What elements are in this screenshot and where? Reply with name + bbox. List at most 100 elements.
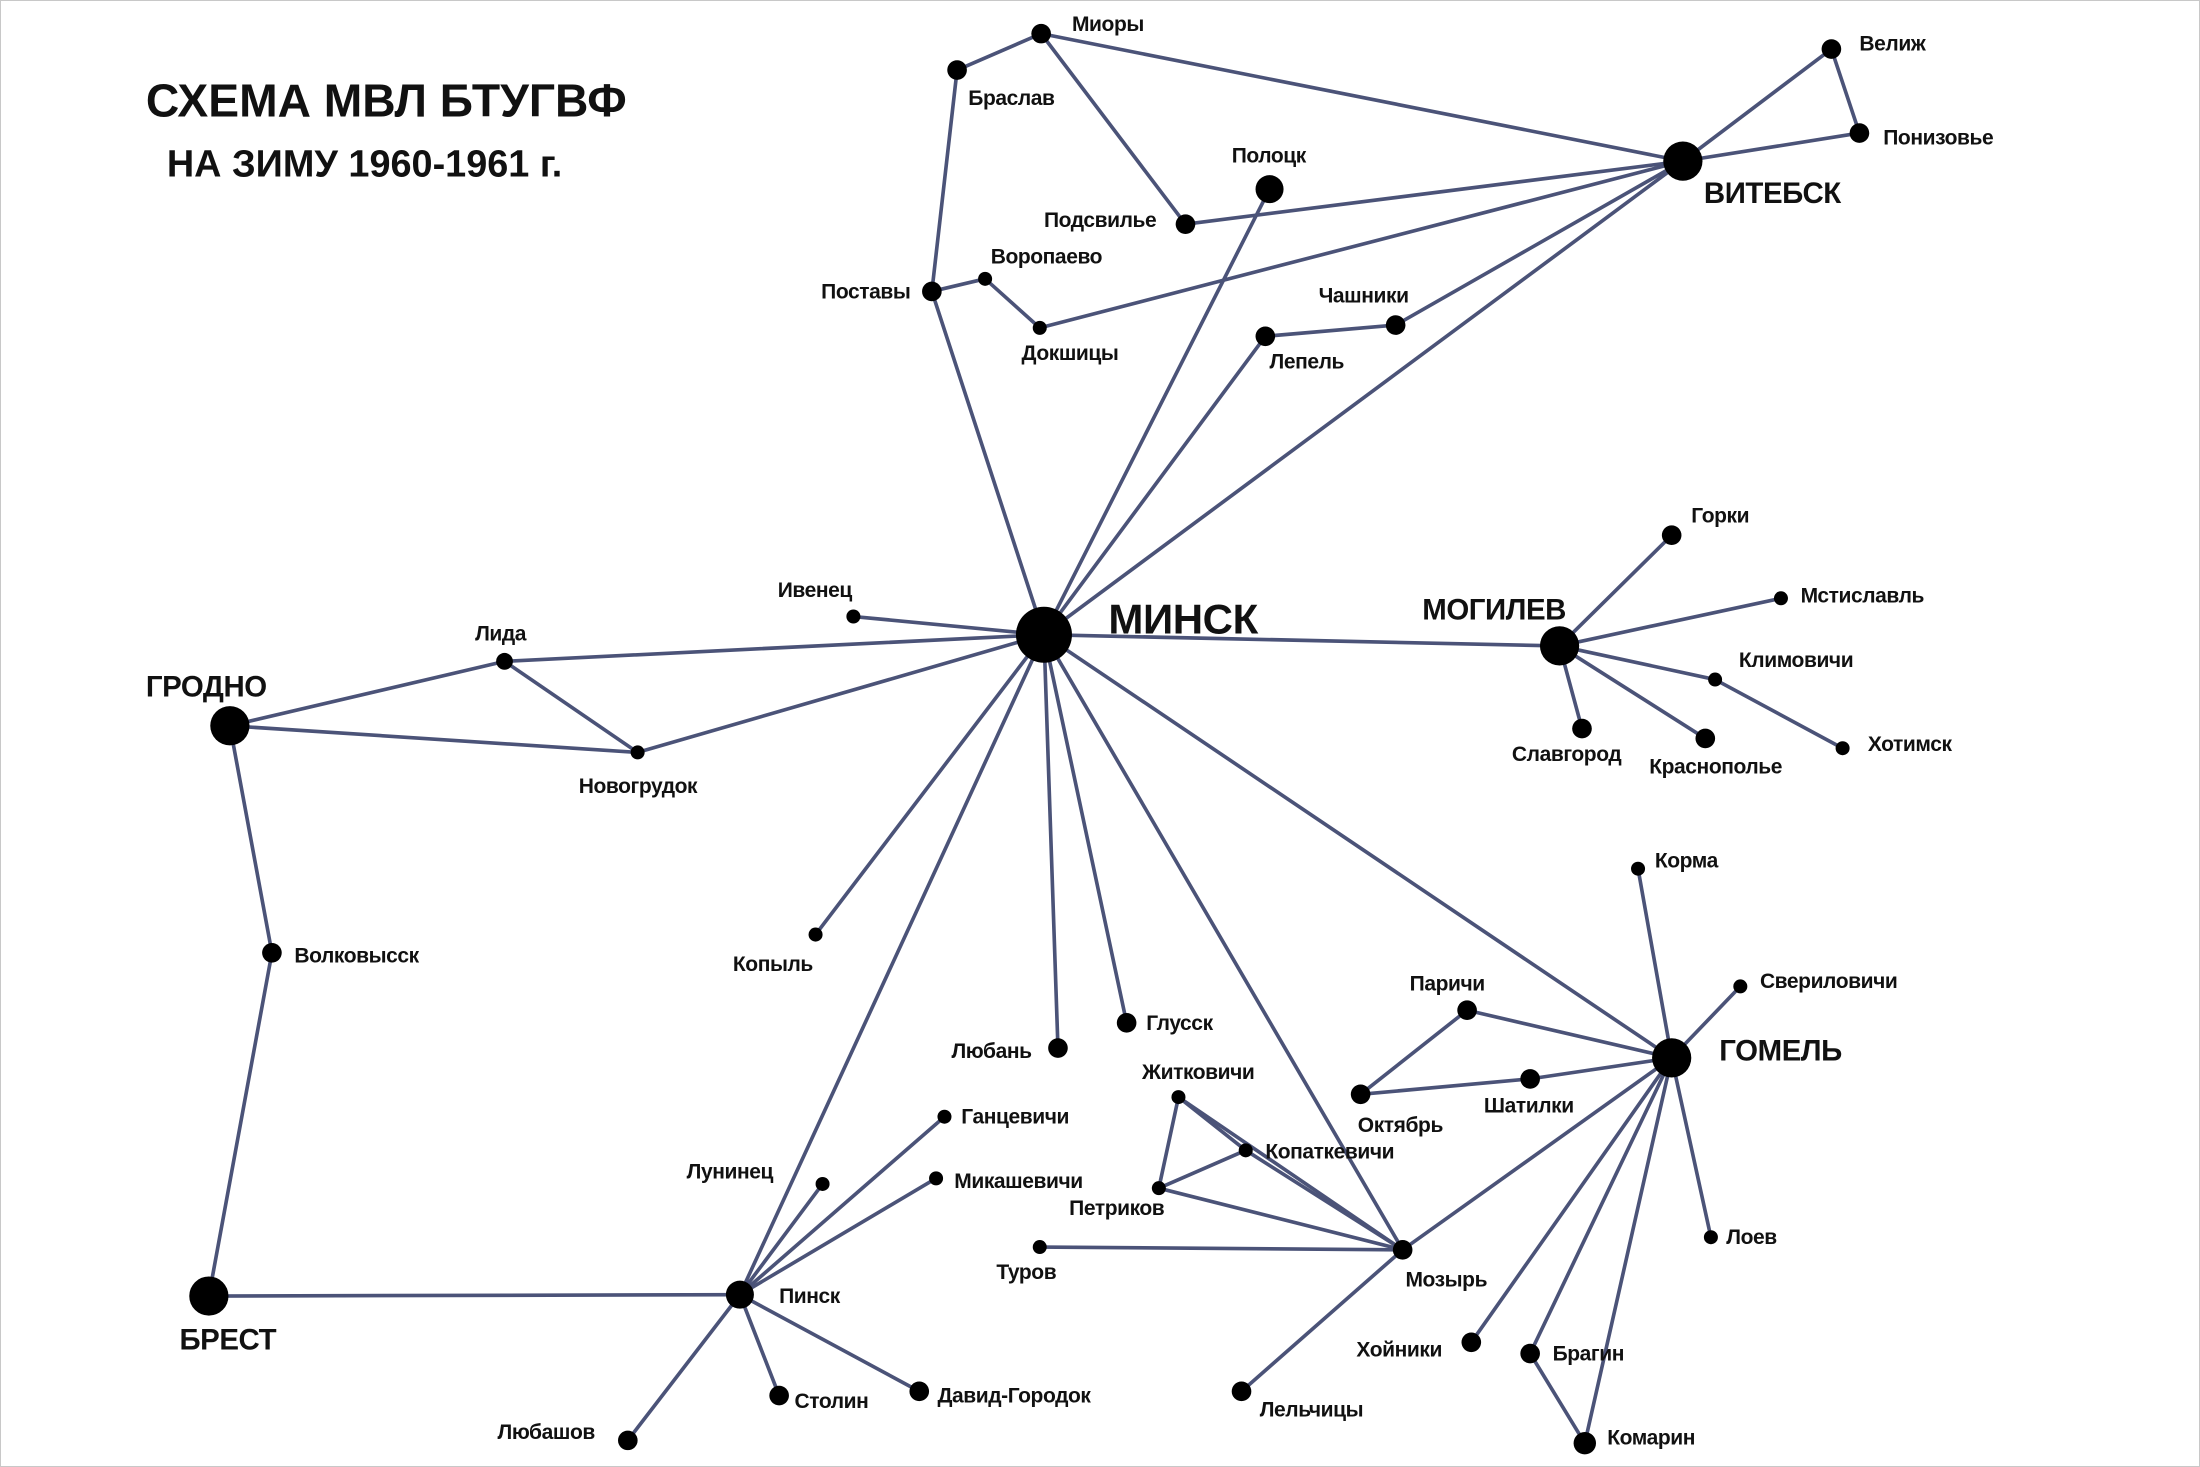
airfield-label-loev: Лоев xyxy=(1726,1226,1777,1249)
airfield-label-khoiniki: Хойники xyxy=(1356,1338,1442,1361)
airfields: МиорыБраславПолоцкПодсвильеПоставыВоропа… xyxy=(146,13,1994,1455)
airfield-label-miory: Миоры xyxy=(1072,13,1144,36)
route-postavy-minsk xyxy=(930,289,1046,637)
route-minsk-mogilev xyxy=(1042,632,1562,648)
airfield-label-luban: Любань xyxy=(951,1040,1032,1063)
route-polotsk-minsk xyxy=(1042,187,1272,637)
airfield-label-oktyabr: Октябрь xyxy=(1358,1114,1444,1137)
airfield-dot-loev xyxy=(1703,1230,1718,1245)
airfield-label-shatilki: Шатилки xyxy=(1484,1095,1574,1118)
airfield-label-kopatkevichi: Копаткевичи xyxy=(1265,1141,1394,1164)
airfield-dot-lelchitsy xyxy=(1231,1381,1252,1402)
route-petrikov-mozyr xyxy=(1157,1186,1405,1252)
airfield-label-stolin: Столин xyxy=(795,1390,869,1413)
route-lines xyxy=(207,31,1862,1446)
route-bragin-komarin xyxy=(1528,1351,1587,1446)
airfield-dot-braslav xyxy=(947,60,967,80)
airfield-label-volkovysk: Волковысск xyxy=(294,945,419,968)
airfield-label-pinsk: Пинск xyxy=(779,1285,841,1308)
airfield-dot-shatilki xyxy=(1520,1069,1540,1089)
airfield-dot-dokshitsy xyxy=(1032,320,1047,335)
airfield-label-krasnopolye: Краснополье xyxy=(1649,755,1782,778)
airfield-dot-korma xyxy=(1631,861,1646,876)
airfield-dot-khotimsk xyxy=(1835,741,1850,756)
airfield-dot-slavgorod xyxy=(1572,718,1592,739)
route-ponizovye-vitebsk xyxy=(1681,131,1862,163)
airfield-dot-gorki xyxy=(1661,525,1682,546)
airfield-dot-volkovysk xyxy=(262,942,282,963)
airfield-label-khotimsk: Хотимск xyxy=(1868,733,1953,756)
route-klimovichi-khotimsk xyxy=(1713,677,1845,751)
airfield-label-mogilev: МОГИЛЕВ xyxy=(1422,593,1566,626)
airfield-label-gomel: ГОМЕЛЬ xyxy=(1719,1035,1842,1068)
route-gomel-komarin xyxy=(1582,1056,1674,1446)
route-minsk-vitebsk xyxy=(1042,159,1685,637)
diagram-title-line1: СХЕМА МВЛ БТУГВФ xyxy=(146,74,627,126)
airfield-label-lelchitsy: Лельчицы xyxy=(1260,1399,1363,1422)
route-lida-novogrudok xyxy=(502,659,640,755)
route-minsk-pinsk xyxy=(738,632,1046,1297)
airfield-dot-klimovichi xyxy=(1708,672,1723,687)
route-zhitkovichi-kopatkevichi xyxy=(1176,1095,1248,1153)
route-pinsk-luninets xyxy=(738,1182,825,1297)
route-mogilev-krasnopolye xyxy=(1557,644,1708,741)
airfield-dot-mikashevichi xyxy=(929,1171,944,1186)
route-velizh-ponizovye xyxy=(1829,47,1862,135)
airfield-dot-velizh xyxy=(1821,39,1842,59)
route-pinsk-stolin xyxy=(738,1292,781,1398)
route-oktyabr-shatilki xyxy=(1358,1077,1532,1097)
airfield-label-minsk: МИНСК xyxy=(1108,595,1258,642)
route-podsvilye-vitebsk xyxy=(1183,159,1685,227)
route-zhitkovichi-petrikov xyxy=(1157,1095,1181,1190)
route-shatilki-gomel xyxy=(1528,1056,1674,1081)
route-miory-podsvilye xyxy=(1039,31,1188,227)
airfield-dot-stolin xyxy=(769,1385,789,1406)
airfield-dot-mogilev xyxy=(1539,626,1580,666)
airfield-dot-oktyabr xyxy=(1350,1084,1371,1105)
airfield-label-podsvilye: Подсвилье xyxy=(1044,209,1156,232)
airfield-dot-turov xyxy=(1032,1240,1047,1255)
airfield-dot-komarin xyxy=(1573,1431,1597,1455)
airfield-dot-krasnopolye xyxy=(1695,728,1716,749)
route-miory-braslav xyxy=(955,31,1043,72)
route-mogilev-gorki xyxy=(1557,533,1674,648)
route-kopatkevichi-mozyr xyxy=(1243,1148,1405,1252)
airfield-label-ivenets: Ивенец xyxy=(778,579,853,602)
route-turov-mozyr xyxy=(1037,1245,1405,1252)
route-minsk-ivenets xyxy=(851,614,1046,637)
airfield-dot-lepel xyxy=(1255,326,1276,347)
airfield-dot-david_gorodok xyxy=(909,1381,930,1402)
airfield-label-slavgorod: Славгород xyxy=(1512,743,1621,766)
airfield-label-velizh: Велиж xyxy=(1859,32,1926,55)
route-minsk-lida xyxy=(502,632,1046,664)
route-gomel-bragin xyxy=(1528,1056,1674,1356)
airfield-label-glussk: Глусск xyxy=(1146,1012,1213,1035)
airfield-dot-kopyl xyxy=(808,927,823,942)
route-grodno-novogrudok xyxy=(228,723,640,755)
airfield-dot-bragin xyxy=(1520,1343,1540,1364)
route-mogilev-mstislavl xyxy=(1557,596,1783,648)
airfield-dot-mozyr xyxy=(1392,1240,1413,1260)
airfield-label-bragin: Брагин xyxy=(1553,1343,1624,1366)
airfield-dot-zhitkovichi xyxy=(1171,1090,1186,1105)
airfield-label-gantsevichi: Ганцевичи xyxy=(961,1106,1069,1129)
route-gomel-parichi xyxy=(1465,1008,1674,1060)
airfield-label-david_gorodok: Давид-Городок xyxy=(937,1385,1091,1408)
route-minsk-lepel xyxy=(1042,334,1268,637)
route-miory-vitebsk xyxy=(1039,31,1685,163)
airfield-label-dokshitsy: Докшицы xyxy=(1022,342,1119,365)
airfield-label-postavy: Поставы xyxy=(821,280,910,303)
airfield-label-lyubashov: Любашов xyxy=(498,1421,596,1444)
airfield-label-ponizovye: Понизовье xyxy=(1883,126,1993,149)
airfield-label-parichi: Паричи xyxy=(1410,973,1485,996)
airfield-dot-petrikov xyxy=(1151,1181,1166,1196)
airfield-dot-mstislavl xyxy=(1773,591,1788,606)
route-mogilev-klimovichi xyxy=(1557,644,1717,682)
airfield-label-mozyr: Мозырь xyxy=(1405,1268,1487,1291)
airfield-dot-sverilovichi xyxy=(1733,979,1748,994)
airfield-dot-lyubashov xyxy=(618,1430,638,1451)
airfield-label-chashniki: Чашники xyxy=(1319,285,1409,308)
route-pinsk-mikashevichi xyxy=(738,1176,938,1297)
route-parichi-oktyabr xyxy=(1358,1008,1469,1097)
